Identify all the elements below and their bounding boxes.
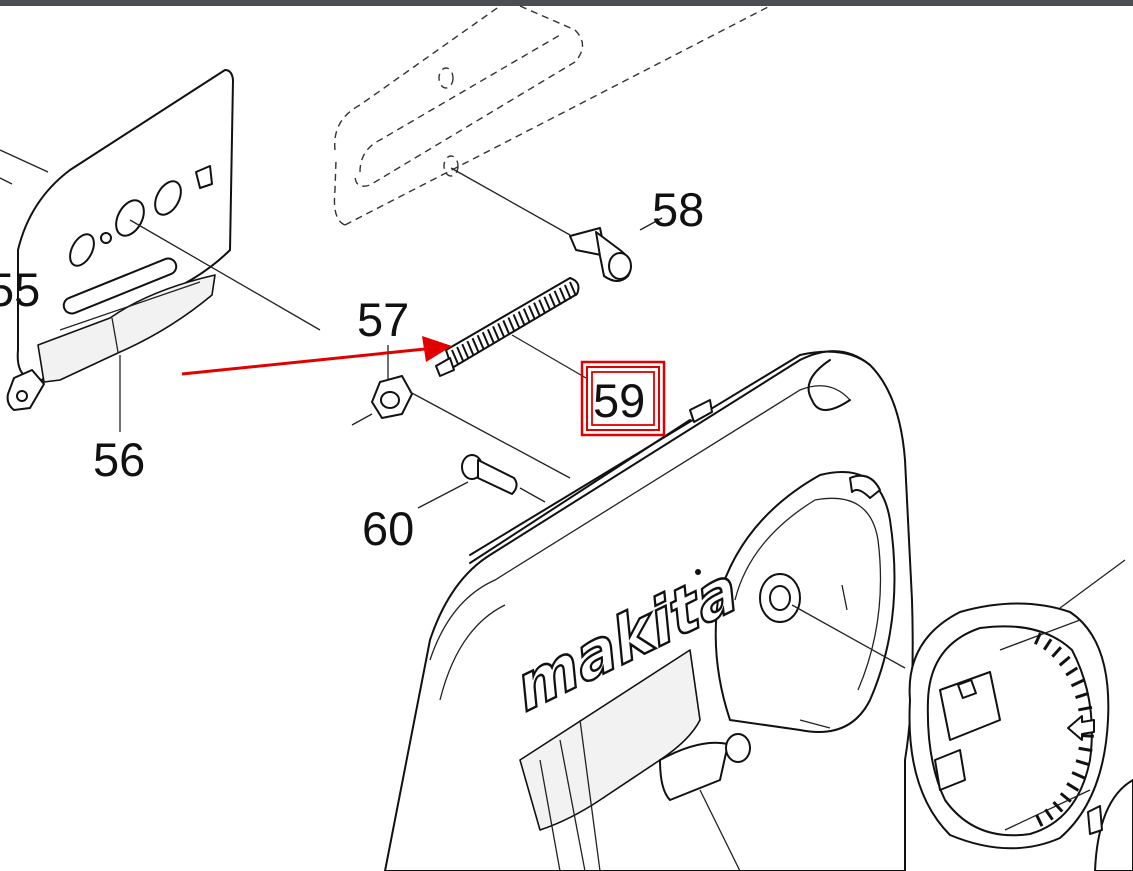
callout-55: 55 [0,263,40,316]
red-pointer-arrow-line [181,346,436,376]
part-58-pin [569,217,663,282]
thread-line [543,296,552,312]
red-pointer-arrow-head [422,336,452,362]
thread-line [502,320,511,335]
sprocket-cover [384,350,914,871]
grip-ridge [1078,705,1093,712]
thread-line [451,349,459,365]
thread-line [548,293,557,309]
thread-line [481,331,490,347]
thread-line [533,302,542,318]
thread-line [507,317,516,332]
thread-line [522,308,531,324]
screw-threads [451,281,577,365]
grip-ridge [1058,655,1071,667]
thread-line [558,287,567,303]
thread-line [486,328,495,344]
thread-line [553,290,562,306]
thread-line [563,284,572,300]
grip-ridge [1070,678,1085,688]
part-56-guard-plate [0,69,321,432]
part-60-screw [417,454,546,509]
thread-line [538,299,547,315]
grip-ridge [1044,808,1054,821]
window-top-border [0,0,1133,6]
highlight-annotation [181,336,666,437]
part-59-threaded-screw [435,277,587,379]
thread-line [461,343,470,359]
thread-line [466,340,475,356]
thread-line [456,346,465,362]
grip-ridge [1051,646,1063,658]
left-arrow-icon [1067,715,1095,741]
thread-line [471,337,480,353]
grip-ridge [1071,771,1086,780]
grip-ridge [1075,691,1090,700]
thread-line [517,311,526,326]
callout-57: 57 [357,293,409,346]
highlight-box-middle [586,366,660,431]
adjacent-part-edge [1087,779,1133,871]
part-57-nut [351,345,571,479]
grip-ridge [1066,782,1080,792]
guide-bar-outline [333,5,771,236]
callout-56: 56 [93,433,145,486]
grip-ridge [1033,632,1042,645]
grip-ridge [1065,666,1079,677]
highlight-box-inner [591,371,655,426]
highlight-box-outer [580,360,666,437]
thread-line [569,281,577,297]
callout-58: 58 [652,183,704,236]
grip-ridge [1052,801,1064,813]
thread-line [497,322,506,338]
grip-ridge [1075,759,1090,767]
callout-59: 59 [593,374,645,427]
tension-dial-knob [908,559,1126,850]
grip-ridge [1078,746,1093,753]
grip-ridge [1059,792,1072,803]
callout-60: 60 [362,502,414,555]
grip-ridge [1042,638,1053,651]
thread-line [492,325,500,341]
thread-line [512,314,521,329]
thread-line [476,334,485,350]
grip-ridge [1035,814,1044,827]
thread-line [528,305,536,321]
